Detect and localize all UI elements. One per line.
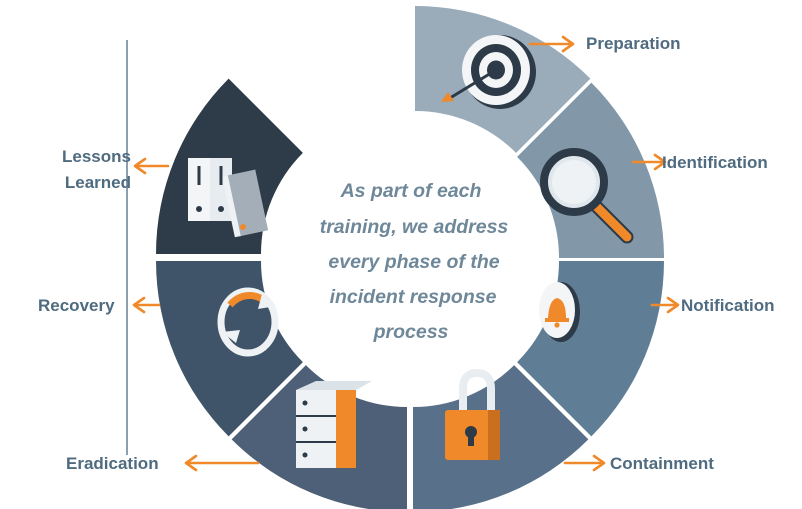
center-text-line: every phase of the <box>328 251 499 273</box>
ring-segment <box>413 365 589 509</box>
binders-icon <box>188 158 269 238</box>
circular-arrows-icon <box>217 287 279 357</box>
center-text-line: process <box>373 321 449 343</box>
server-rack-icon <box>296 381 372 468</box>
phase-label-identification: Identification <box>662 153 768 172</box>
phase-recovery: Recovery <box>38 296 161 315</box>
magnifying-glass-icon <box>540 148 634 244</box>
arrow-right-icon <box>528 35 575 53</box>
arrow-left-icon <box>132 296 161 314</box>
center-statement: As part of each training, we address eve… <box>320 180 509 343</box>
phase-label-containment: Containment <box>610 454 714 473</box>
center-text-line: training, we address <box>320 216 509 238</box>
phase-containment: Containment <box>563 454 714 473</box>
phase-label-eradication: Eradication <box>66 454 159 473</box>
padlock-icon <box>445 368 500 460</box>
phase-label-lessons: Lessons <box>62 147 131 166</box>
center-text-line: As part of each <box>340 180 482 202</box>
arrow-left-icon <box>133 157 170 175</box>
arrow-right-icon <box>650 296 680 314</box>
phase-label-learned: Learned <box>65 173 131 192</box>
phase-label-preparation: Preparation <box>586 34 680 53</box>
phase-preparation: Preparation <box>528 34 680 53</box>
phase-label-recovery: Recovery <box>38 296 115 315</box>
bell-icon <box>539 282 580 342</box>
phase-lessons-learned: Lessons Learned <box>62 147 170 192</box>
phase-identification: Identification <box>631 153 768 172</box>
phase-icons <box>188 35 634 468</box>
center-text-line: incident response <box>330 286 497 308</box>
target-with-arrow-icon <box>441 35 536 109</box>
phase-notification: Notification <box>650 296 775 315</box>
arrow-right-icon <box>563 454 606 472</box>
phase-eradication: Eradication <box>66 454 260 473</box>
arrow-right-icon <box>631 153 667 171</box>
phase-label-notification: Notification <box>681 296 775 315</box>
arrow-left-icon <box>184 454 260 472</box>
